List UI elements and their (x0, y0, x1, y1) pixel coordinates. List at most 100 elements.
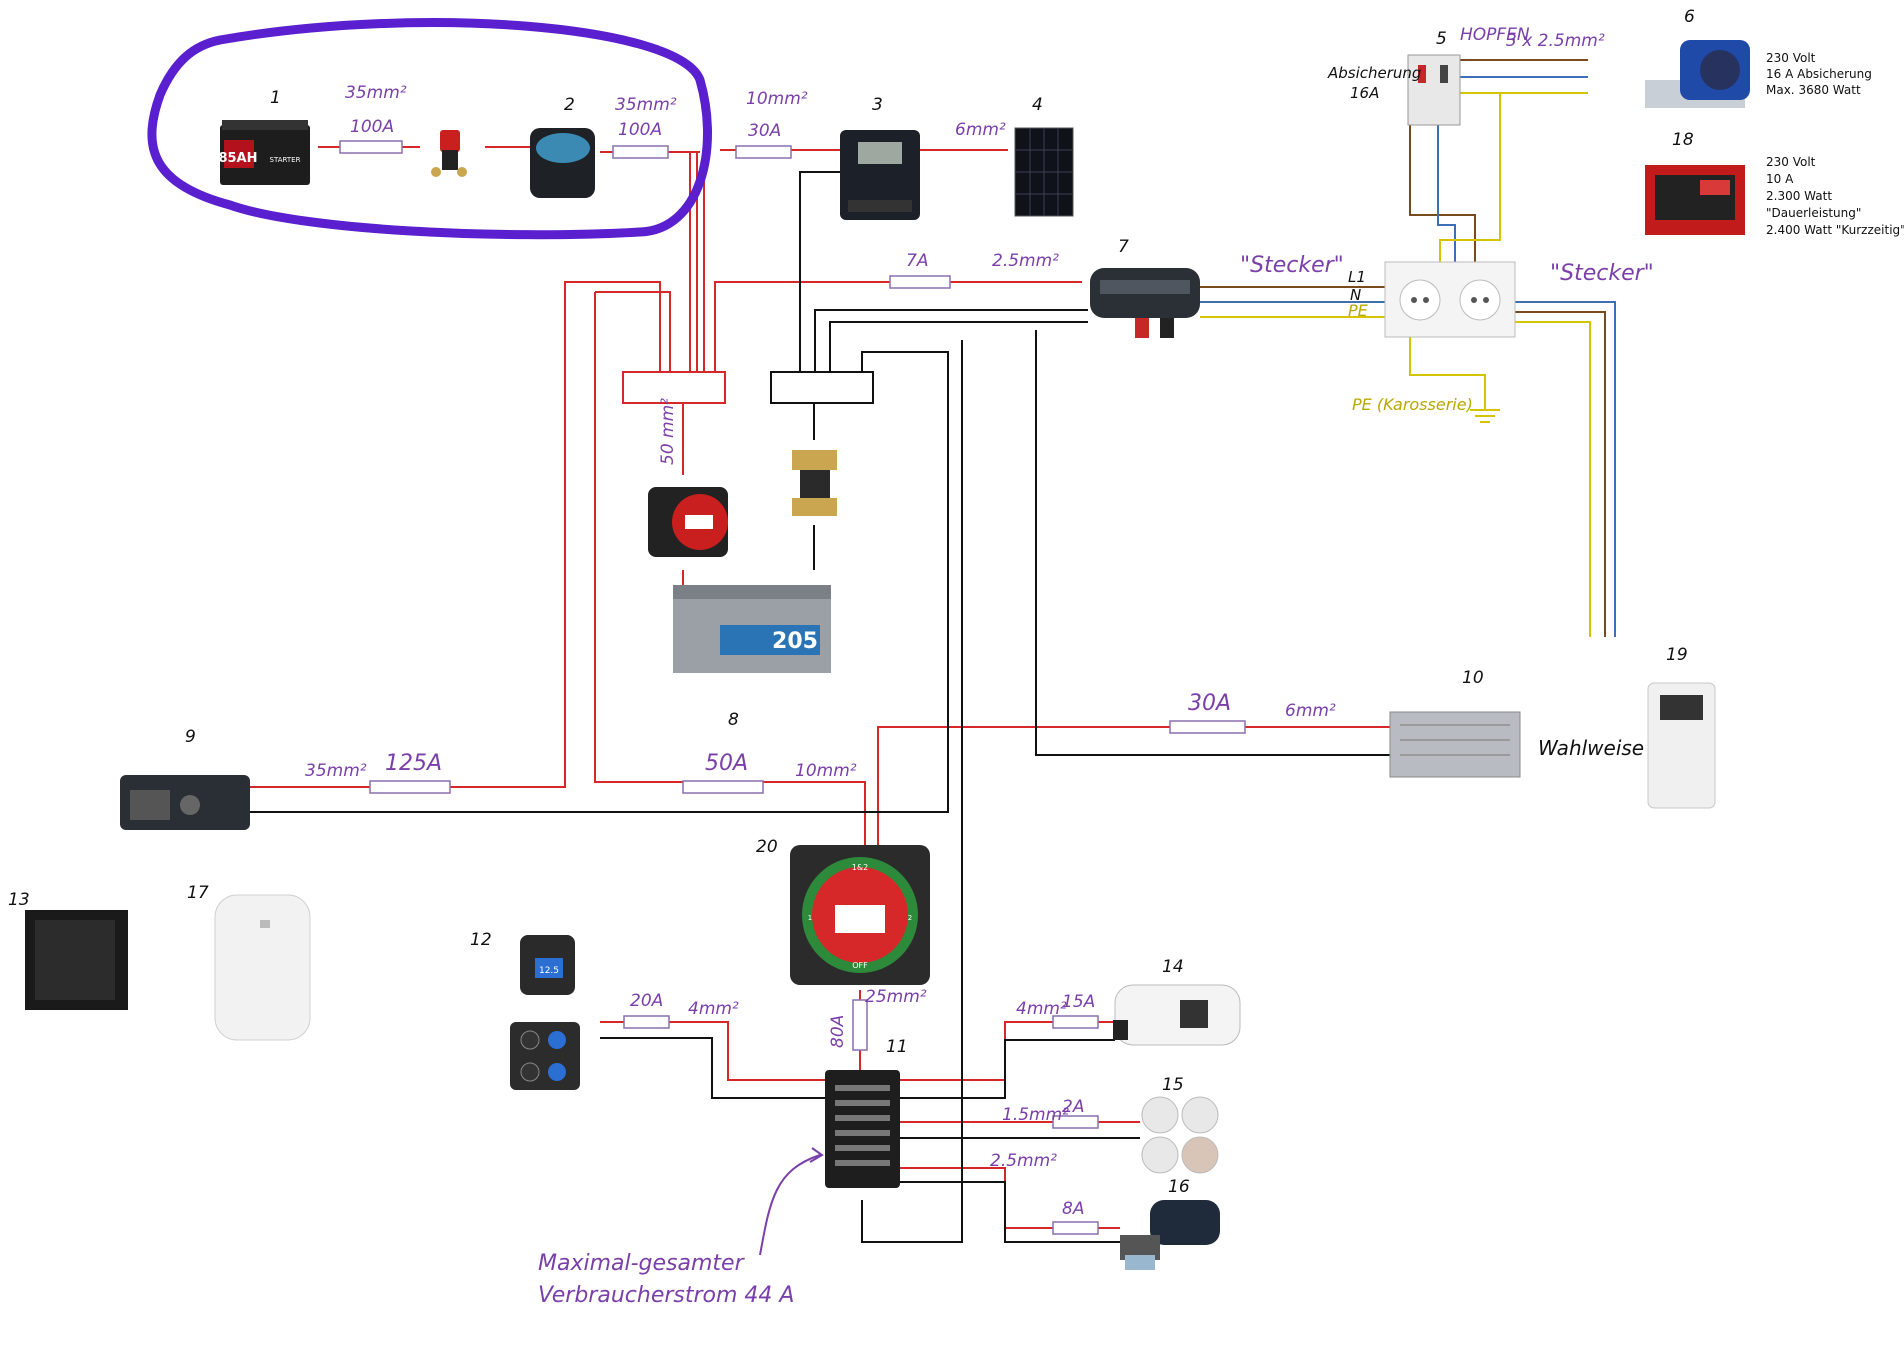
number-9: 9 (185, 727, 196, 747)
w13-size: 25mm² (865, 987, 927, 1007)
starter-battery: 85AH STARTER (218, 120, 310, 185)
ac-cable-size: 3 x 2.5mm² (1506, 31, 1605, 51)
black-wires (250, 171, 1390, 1243)
battery-separator (530, 128, 595, 198)
number-8: 8 (728, 710, 739, 730)
battery-selector-switch: 1&2 1 2 OFF (790, 845, 930, 985)
number-18: 18 (1672, 130, 1694, 150)
wahlweise-label: Wahlweise (1538, 736, 1644, 760)
number-10: 10 (1462, 668, 1484, 688)
battery-capacity: 85AH (218, 151, 257, 166)
w15-fuse: 2A (1062, 1097, 1084, 1117)
pe-karosserie: PE (Karosserie) (1352, 395, 1473, 414)
number-12: 12 (470, 930, 492, 950)
number-15: 15 (1162, 1075, 1184, 1095)
label-pe: PE (1348, 301, 1369, 320)
w15-size: 1.5mm² (1002, 1105, 1069, 1125)
generator (1645, 165, 1745, 235)
solar-charge-controller (840, 130, 920, 220)
disconnect-switch-icon (431, 130, 467, 177)
battery-charger (1090, 268, 1200, 338)
info6-line-3: Max. 3680 Watt (1766, 83, 1861, 97)
breaker-brand: HOPFEN (1460, 25, 1530, 45)
w4-size: 6mm² (955, 120, 1006, 140)
w13-fuse: 80A (828, 1015, 848, 1048)
w10-size: 10mm² (795, 761, 857, 781)
w16-size: 2.5mm² (990, 1151, 1057, 1171)
item-numbers: 1 2 3 4 5 6 7 8 9 10 11 12 13 14 15 16 1… (8, 7, 1695, 1197)
wire-labels: 35mm² 100A 35mm² 100A 10mm² 30A 6mm² 7A … (305, 31, 1605, 1219)
air-conditioner (1647, 682, 1716, 809)
cee-plug (1645, 40, 1750, 108)
w2-size: 35mm² (615, 95, 677, 115)
positive-busbar (622, 371, 726, 404)
switch-label-2: 2 (908, 914, 912, 922)
number-20: 20 (756, 837, 778, 857)
absicherung-value: 16A (1350, 84, 1379, 102)
annotation-labels: Absicherung 16A HOPFEN "Stecker" "Stecke… (538, 25, 1654, 1308)
w1-size: 35mm² (345, 83, 407, 103)
circuit-breaker (1407, 54, 1461, 126)
w9-fuse: 125A (385, 751, 442, 776)
fuse-symbols (339, 140, 1246, 1235)
max-current-line1: Maximal-gesamter (538, 1251, 746, 1276)
w5-fuse: 7A (906, 251, 928, 271)
info18-line-5: 2.400 Watt "Kurzzeitig" (1766, 223, 1904, 237)
number-3: 3 (872, 95, 883, 115)
info6-line-2: 16 A Absicherung (1766, 67, 1872, 81)
w12-fuse: 20A (630, 991, 663, 1011)
max-current-line2: Verbraucherstrom 44 A (538, 1283, 794, 1308)
number-2: 2 (564, 95, 575, 115)
battery-type: STARTER (270, 156, 301, 164)
w1-fuse: 100A (350, 117, 394, 137)
number-13: 13 (8, 890, 30, 910)
w3-fuse: 30A (748, 121, 781, 141)
label-l1: L1 (1348, 268, 1366, 286)
lithium-battery: 205 (673, 585, 831, 673)
info18-line-3: 2.300 Watt (1766, 189, 1832, 203)
info-generator: 230 Volt 10 A 2.300 Watt "Dauerleistung"… (1766, 155, 1904, 237)
shunt (792, 450, 837, 516)
number-11: 11 (886, 1037, 908, 1057)
number-14: 14 (1162, 957, 1184, 977)
ac-socket-double (1384, 261, 1516, 338)
negative-busbar (770, 371, 874, 404)
number-5: 5 (1436, 29, 1447, 49)
w6-size: 50 mm² (658, 398, 678, 465)
number-7: 7 (1118, 237, 1129, 257)
water-heater (214, 894, 311, 1041)
w2-fuse: 100A (618, 120, 662, 140)
w11-size: 6mm² (1285, 701, 1336, 721)
stecker-left: "Stecker" (1240, 253, 1344, 278)
w9-size: 35mm² (305, 761, 367, 781)
solar-panel (1014, 127, 1074, 217)
number-19: 19 (1666, 645, 1688, 665)
inverter (120, 775, 250, 830)
annotation-arrow-icon (759, 1154, 821, 1256)
w12-size: 4mm² (688, 999, 739, 1019)
number-17: 17 (187, 883, 209, 903)
water-pump (1120, 1200, 1220, 1270)
voltmeter-display: 12.5 (539, 966, 559, 976)
power-supply (1389, 711, 1521, 778)
info6-line-1: 230 Volt (1766, 51, 1816, 65)
info18-line-1: 230 Volt (1766, 155, 1816, 169)
led-lights (1141, 1096, 1219, 1174)
w3-size: 10mm² (746, 89, 808, 109)
switch-label-off: OFF (852, 961, 868, 970)
stecker-right: "Stecker" (1550, 261, 1654, 286)
absicherung-label: Absicherung (1327, 64, 1421, 82)
w14-size: 4mm² (1016, 999, 1067, 1019)
fuse-box (825, 1070, 900, 1188)
w14-fuse: 15A (1062, 992, 1095, 1012)
lithium-capacity: 205 (772, 629, 818, 654)
number-4: 4 (1032, 95, 1043, 115)
fridge (25, 910, 128, 1010)
w10-fuse: 50A (705, 751, 748, 776)
diesel-heater (1113, 984, 1241, 1046)
number-6: 6 (1684, 7, 1695, 27)
switch-label-1: 1 (808, 914, 812, 922)
number-16: 16 (1168, 1177, 1190, 1197)
